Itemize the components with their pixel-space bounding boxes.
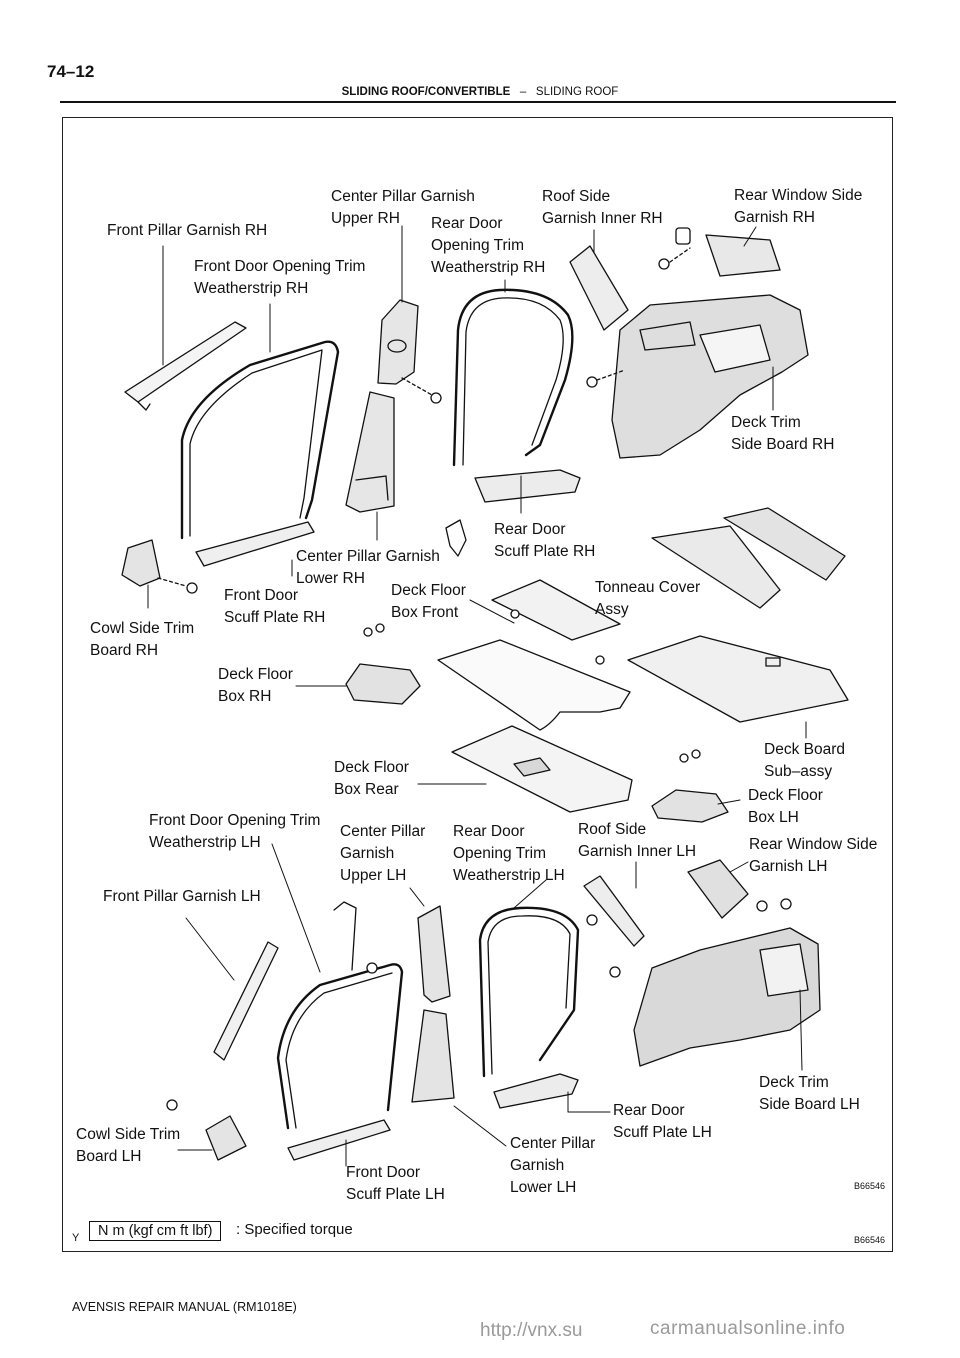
label-cowl-side-trim-board-rh: Cowl Side Trim Board RH <box>90 620 195 659</box>
label-deck-floor-box-rear: Deck Floor Box Rear <box>334 759 409 798</box>
label-center-pillar-garnish-lower-rh: Center Pillar Garnish Lower RH <box>296 548 440 587</box>
roof-side-garnish-inner-rh-part <box>569 245 629 331</box>
label-rear-door-scuff-plate-rh: Rear Door Scuff Plate RH <box>494 521 596 560</box>
front-door-scuff-plate-rh-part <box>195 521 315 567</box>
figure-frame <box>62 117 893 1252</box>
watermark-site: carmanualsonline.info <box>650 1318 846 1339</box>
screw-icon <box>658 258 670 270</box>
screw-icon <box>609 966 621 978</box>
leader-dash <box>401 377 433 396</box>
rear-window-side-garnish-lh-part <box>687 859 749 919</box>
manual-footer: AVENSIS REPAIR MANUAL (RM1018E) <box>72 1300 297 1314</box>
label-center-pillar-garnish-upper-lh: Center Pillar Garnish Upper LH <box>340 823 426 884</box>
deck-trim-side-board-rh-part <box>611 294 809 459</box>
deck-floor-box-rh-part <box>345 623 421 705</box>
front-pillar-garnish-lh-part <box>213 941 279 1061</box>
leader-lines <box>147 225 807 1167</box>
figure-code-top: B66546 <box>854 1181 886 1191</box>
cowl-side-trim-board-rh-part <box>121 539 161 587</box>
deck-floor-panel-part <box>437 639 631 731</box>
section-title: SLIDING ROOF/CONVERTIBLE <box>341 86 511 98</box>
label-deck-floor-box-lh: Deck Floor Box LH <box>748 787 823 826</box>
watermark-link[interactable]: http://vnx.su <box>480 1320 583 1341</box>
label-cowl-side-trim-board-lh: Cowl Side Trim Board LH <box>76 1126 181 1165</box>
label-roof-side-garnish-inner-lh: Roof Side Garnish Inner LH <box>578 821 697 860</box>
label-front-door-scuff-plate-lh: Front Door Scuff Plate LH <box>346 1164 445 1203</box>
subsection-title: SLIDING ROOF <box>535 86 619 98</box>
roof-side-garnish-inner-lh-part <box>583 875 645 947</box>
label-rear-window-side-garnish-rh: Rear Window Side Garnish RH <box>734 187 863 226</box>
label-deck-trim-side-board-rh: Deck Trim Side Board RH <box>731 414 835 453</box>
label-deck-floor-box-front: Deck Floor Box Front <box>391 582 466 621</box>
front-door-weatherstrip-rh-part <box>180 340 340 540</box>
clip-icon <box>166 1099 178 1111</box>
label-front-pillar-garnish-lh: Front Pillar Garnish LH <box>103 888 261 905</box>
tonneau-cover-assy-part <box>651 507 846 609</box>
clip-icon <box>186 582 198 594</box>
torque-legend-text: : Specified torque <box>236 1221 353 1238</box>
label-deck-floor-box-rh: Deck Floor Box RH <box>218 666 293 705</box>
clip-icon <box>445 519 467 557</box>
label-center-pillar-garnish-lower-lh: Center Pillar Garnish Lower LH <box>510 1135 596 1196</box>
bolt-icon <box>430 392 442 404</box>
label-deck-trim-side-board-lh: Deck Trim Side Board LH <box>759 1074 860 1113</box>
label-center-pillar-garnish-upper-rh: Center Pillar Garnish Upper RH <box>331 188 475 227</box>
label-front-door-scuff-plate-rh: Front Door Scuff Plate RH <box>224 587 326 626</box>
label-deck-board-sub-assy: Deck Board Sub–assy <box>764 741 845 780</box>
center-pillar-garnish-lower-rh-part <box>345 391 395 513</box>
label-tonneau-cover-assy: Tonneau Cover Assy <box>595 579 701 618</box>
deck-floor-box-rear-part <box>451 725 633 813</box>
handle-icon <box>765 657 781 667</box>
cowl-side-trim-board-lh-part <box>205 1115 247 1161</box>
deck-floor-box-lh-part <box>651 749 729 823</box>
deck-board-sub-assy-part <box>627 635 849 723</box>
header-separator: – <box>519 86 527 98</box>
label-rear-window-side-garnish-lh: Rear Window Side Garnish LH <box>749 836 878 875</box>
screw-icon <box>586 914 598 926</box>
screw-icon <box>756 900 768 912</box>
rear-door-weatherstrip-rh-part <box>452 288 574 467</box>
screw-icon <box>586 376 598 388</box>
corner-mark: Y <box>72 1232 80 1244</box>
running-header: SLIDING ROOF/CONVERTIBLE – SLIDING ROOF <box>0 86 960 98</box>
center-pillar-garnish-upper-lh-part <box>333 901 451 1003</box>
deck-floor-box-front-part <box>491 579 621 641</box>
page-number: 74–12 <box>47 62 95 81</box>
rear-door-weatherstrip-lh-part <box>478 906 580 1078</box>
rear-door-scuff-plate-lh-part <box>493 1073 579 1109</box>
front-door-weatherstrip-lh-part <box>276 963 404 1130</box>
center-pillar-garnish-upper-rh-part <box>377 299 419 385</box>
center-pillar-garnish-lower-lh-part <box>411 1009 455 1103</box>
label-front-door-opening-trim-rh: Front Door Opening Trim Weatherstrip RH <box>194 258 366 297</box>
label-front-pillar-garnish-rh: Front Pillar Garnish RH <box>107 222 268 239</box>
label-front-door-opening-trim-lh: Front Door Opening Trim Weatherstrip LH <box>149 812 321 851</box>
deck-trim-side-board-lh-part <box>633 927 821 1067</box>
rear-door-scuff-plate-rh-part <box>474 469 581 503</box>
label-roof-side-garnish-inner-rh: Roof Side Garnish Inner RH <box>542 188 663 227</box>
label-rear-door-opening-trim-lh: Rear Door Opening Trim Weatherstrip LH <box>453 823 565 884</box>
front-pillar-garnish-rh-part <box>124 321 247 411</box>
torque-unit-box: N m (kgf cm ft lbf) <box>89 1221 222 1241</box>
label-rear-door-scuff-plate-lh: Rear Door Scuff Plate LH <box>613 1102 712 1141</box>
label-rear-door-opening-trim-rh: Rear Door Opening Trim Weatherstrip RH <box>431 215 546 276</box>
figure-code-bottom: B66546 <box>854 1235 886 1245</box>
rear-window-side-garnish-rh-part <box>675 227 781 277</box>
clip-icon <box>366 962 378 974</box>
header-rule <box>60 101 896 103</box>
front-door-scuff-plate-lh-part <box>287 1119 391 1161</box>
